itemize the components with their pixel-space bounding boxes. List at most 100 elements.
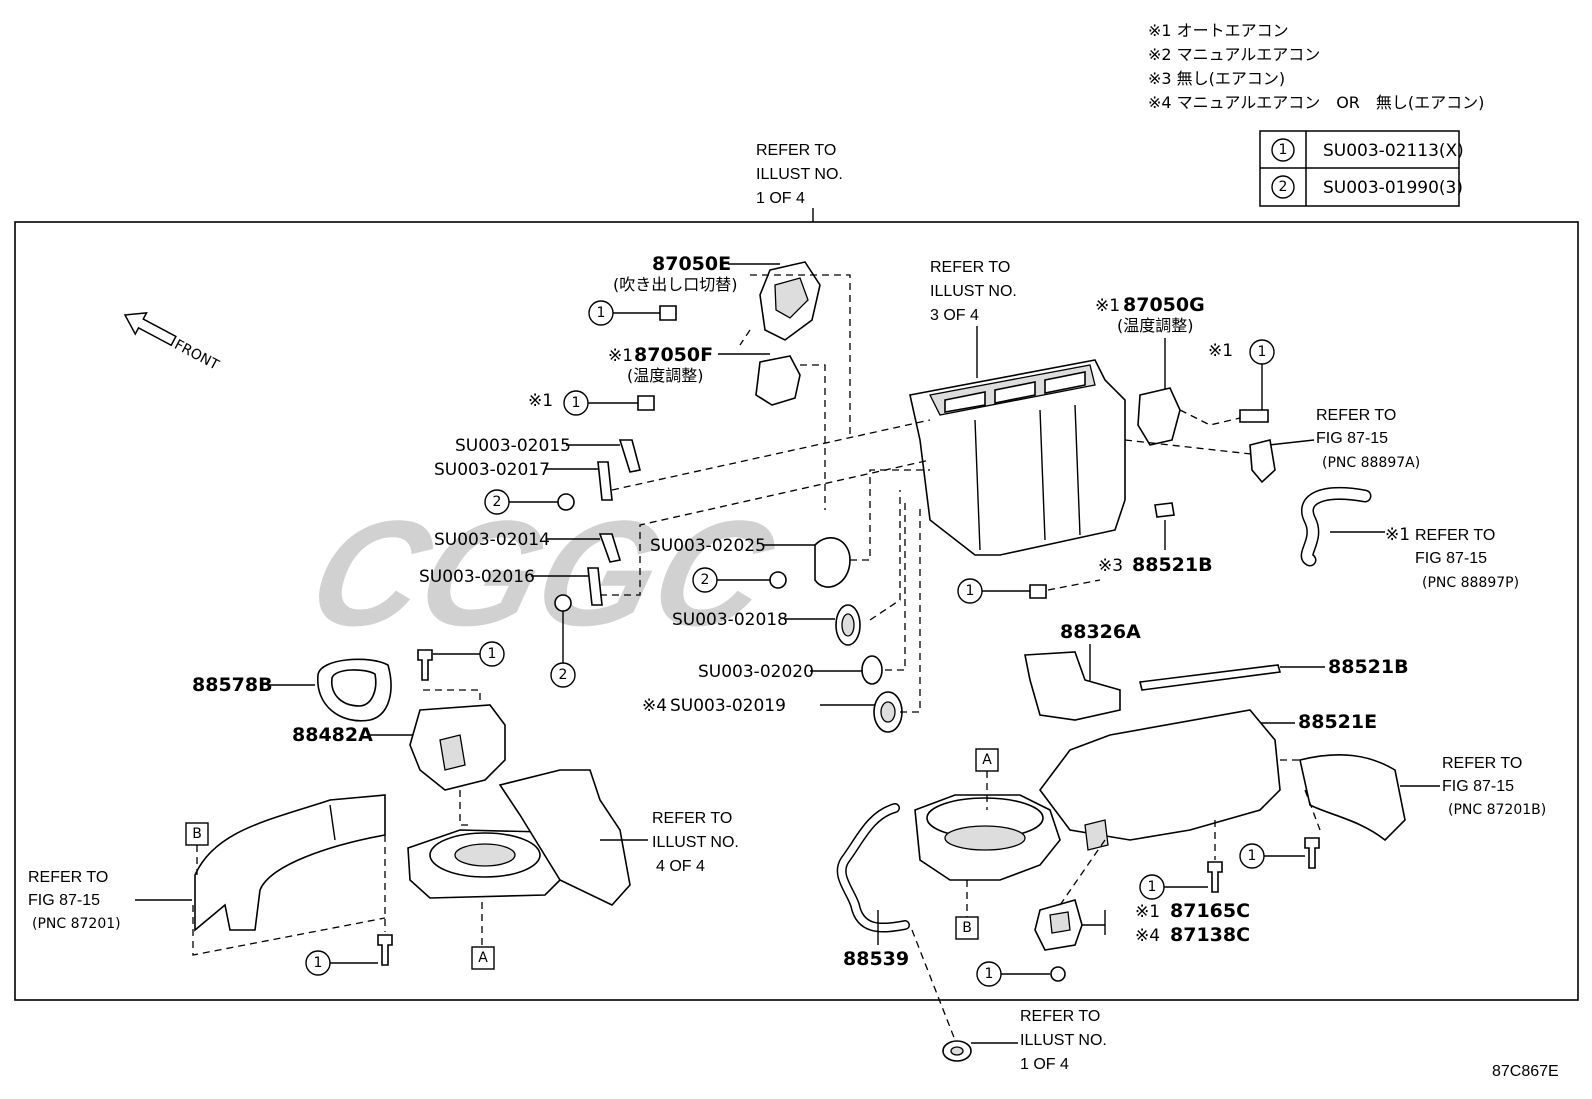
- hose-88897p[interactable]: [1300, 487, 1372, 567]
- svg-text:※1: ※1: [608, 346, 633, 366]
- note-1: ※1 オートエアコン: [1148, 21, 1289, 40]
- svg-text:1 OF 4: 1 OF 4: [1020, 1056, 1069, 1073]
- part-87165C-87138C[interactable]: ※1 87165C ※4 87138C: [1034, 899, 1250, 951]
- ref-illust-4-of-4[interactable]: REFER TO ILLUST NO. 4 OF 4: [600, 810, 739, 875]
- svg-text:SU003-02019: SU003-02019: [670, 696, 786, 716]
- ref-fig-88897p[interactable]: ※1 REFER TO FIG 87-15 (PNC 88897P): [1330, 525, 1519, 591]
- legend-part-1[interactable]: SU003-02113(X): [1323, 141, 1464, 161]
- svg-text:SU003-02015: SU003-02015: [455, 436, 571, 456]
- ref-fig-88897a[interactable]: REFER TO FIG 87-15 (PNC 88897A): [1249, 407, 1420, 484]
- svg-text:88521E: 88521E: [1298, 711, 1377, 733]
- svg-text:(温度調整): (温度調整): [627, 366, 704, 385]
- watermark: CGGC: [294, 490, 791, 657]
- svg-text:2: 2: [493, 494, 502, 510]
- svg-text:ILLUST NO.: ILLUST NO.: [1020, 1032, 1107, 1049]
- svg-text:88521B: 88521B: [1328, 656, 1409, 678]
- svg-text:1: 1: [488, 646, 497, 662]
- svg-text:FIG 87-15: FIG 87-15: [28, 892, 100, 909]
- mark-1: ※1: [1208, 341, 1233, 361]
- svg-text:88326A: 88326A: [1060, 621, 1141, 643]
- part-su02018[interactable]: SU003-02018: [672, 604, 861, 646]
- part-su02015[interactable]: SU003-02015: [455, 436, 641, 473]
- legend-part-2[interactable]: SU003-01990(3): [1323, 178, 1463, 198]
- svg-text:87050F: 87050F: [634, 344, 713, 366]
- box-a-label: A: [478, 950, 488, 966]
- ref-fig-87201[interactable]: REFER TO FIG 87-15 (PNC 87201): [28, 869, 192, 932]
- part-su02019[interactable]: ※4 SU003-02019: [642, 691, 903, 733]
- part-88326A[interactable]: 88326A: [1024, 621, 1141, 721]
- heater-unit[interactable]: [909, 359, 1126, 556]
- duct-87201[interactable]: [194, 794, 386, 932]
- svg-text:※3: ※3: [1098, 556, 1123, 576]
- front-arrow: FRONT: [123, 311, 222, 374]
- svg-text:A: A: [982, 752, 992, 768]
- callout-circle-2: [550, 662, 576, 688]
- part-88521E[interactable]: 88521E: [914, 709, 1377, 881]
- legend-num-2: 2: [1279, 179, 1288, 195]
- ref-illust-1-of-4-bottom[interactable]: REFER TO ILLUST NO. 1 OF 4: [971, 1008, 1107, 1073]
- part-88521B-top[interactable]: ※3 88521B: [1098, 502, 1213, 576]
- svg-text:2: 2: [559, 667, 568, 683]
- blower-assembly[interactable]: [407, 769, 631, 906]
- screw-icon: [1304, 837, 1320, 869]
- svg-text:REFER TO: REFER TO: [1316, 407, 1396, 424]
- svg-text:SU003-02016: SU003-02016: [419, 567, 535, 587]
- svg-text:(PNC 88897P): (PNC 88897P): [1422, 575, 1519, 591]
- svg-text:REFER TO: REFER TO: [1442, 755, 1522, 772]
- callout-num: 1: [597, 305, 606, 321]
- svg-text:1: 1: [985, 966, 994, 982]
- box-a: [471, 946, 495, 970]
- svg-text:1: 1: [1258, 344, 1267, 360]
- notes-block: ※1 オートエアコン ※2 マニュアルエアコン ※3 無し(エアコン) ※4 マ…: [1148, 21, 1484, 112]
- part-88521B-bottom[interactable]: 88521B: [1139, 656, 1409, 691]
- part-88539[interactable]: 88539: [836, 803, 910, 970]
- screw-icon: [1207, 861, 1223, 893]
- part-87050G[interactable]: ※1 87050G (温度調整): [1095, 294, 1205, 446]
- svg-text:SU003-02018: SU003-02018: [672, 610, 788, 630]
- part-su02014[interactable]: SU003-02014: [434, 530, 622, 563]
- part-su02025[interactable]: SU003-02025: [650, 536, 851, 588]
- part-su02016[interactable]: SU003-02016: [419, 567, 603, 606]
- screw-icon: [377, 934, 393, 966]
- svg-text:※1: ※1: [1095, 296, 1120, 316]
- svg-text:B: B: [962, 920, 972, 936]
- note-2: ※2 マニュアルエアコン: [1148, 45, 1320, 64]
- box-b-label: B: [192, 826, 202, 842]
- ref-illust-1-of-4-top[interactable]: REFER TO ILLUST NO. 1 OF 4: [756, 142, 843, 222]
- mark-1: ※1: [528, 391, 553, 411]
- screw-icon: [637, 395, 655, 411]
- svg-text:REFER TO: REFER TO: [652, 810, 732, 827]
- svg-text:FIG 87-15: FIG 87-15: [1415, 550, 1487, 567]
- svg-text:SU003-02025: SU003-02025: [650, 536, 766, 556]
- part-su02020[interactable]: SU003-02020: [698, 655, 883, 685]
- svg-text:FIG 87-15: FIG 87-15: [1316, 430, 1388, 447]
- svg-text:SU003-02017: SU003-02017: [434, 460, 550, 480]
- screw-icon: [1029, 584, 1047, 599]
- ref-fig-87201b[interactable]: REFER TO FIG 87-15 (PNC 87201B): [1299, 754, 1546, 842]
- svg-text:(吹き出し口切替): (吹き出し口切替): [613, 275, 738, 294]
- svg-text:SU003-02020: SU003-02020: [698, 662, 814, 682]
- svg-text:2: 2: [701, 572, 710, 588]
- part-88482A[interactable]: 88482A: [292, 704, 506, 791]
- svg-text:REFER TO: REFER TO: [930, 259, 1010, 276]
- svg-text:ILLUST NO.: ILLUST NO.: [652, 834, 739, 851]
- ref-illust-3-of-4[interactable]: REFER TO ILLUST NO. 3 OF 4: [930, 259, 1017, 378]
- svg-text:FIG 87-15: FIG 87-15: [1442, 778, 1514, 795]
- svg-text:87165C: 87165C: [1170, 900, 1250, 922]
- svg-text:87050G: 87050G: [1123, 294, 1205, 316]
- screw-icon: [1239, 409, 1269, 423]
- svg-text:87050E: 87050E: [652, 253, 731, 275]
- part-87050E[interactable]: 87050E (吹き出し口切替): [613, 253, 821, 341]
- part-su02017[interactable]: SU003-02017: [434, 460, 613, 501]
- svg-text:REFER TO: REFER TO: [28, 869, 108, 886]
- screw-icon: [1050, 966, 1066, 982]
- screw-icon: [417, 649, 433, 681]
- legend-num-1: 1: [1279, 142, 1288, 158]
- svg-text:3 OF 4: 3 OF 4: [930, 307, 979, 324]
- part-88578B[interactable]: 88578B: [192, 658, 392, 722]
- svg-text:1 OF 4: 1 OF 4: [756, 190, 805, 207]
- part-87050F[interactable]: ※1 87050F (温度調整): [608, 344, 801, 406]
- svg-text:88482A: 88482A: [292, 724, 373, 746]
- clip-icon: [769, 571, 787, 589]
